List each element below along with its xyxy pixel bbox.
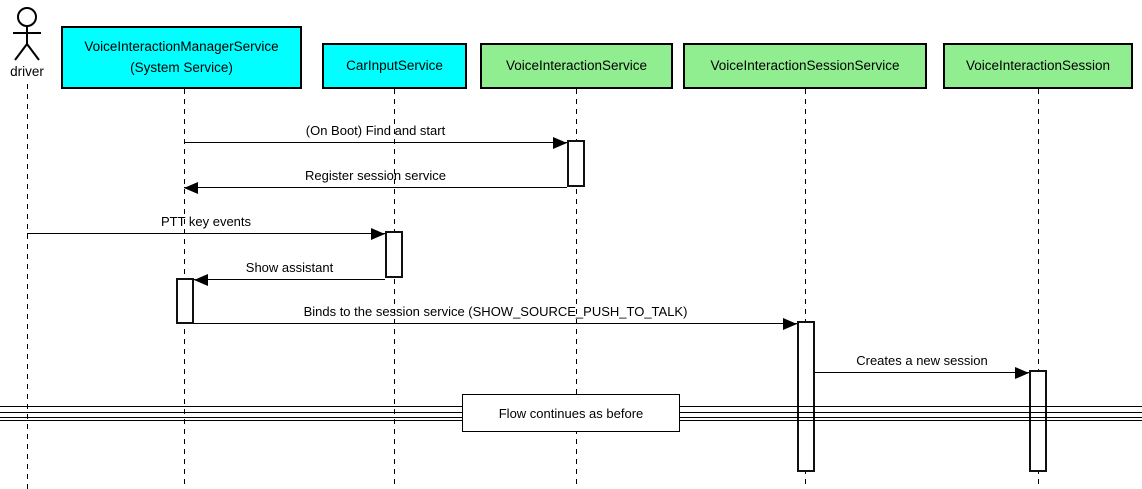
message-label: Show assistant <box>245 260 334 275</box>
actor-label: driver <box>10 64 44 79</box>
message-label: (On Boot) Find and start <box>305 123 446 138</box>
activation-voiceinteractionservice <box>567 140 585 187</box>
message-line <box>184 142 567 143</box>
arrowhead-right-icon <box>553 136 567 149</box>
activation-voiceinteractionsessionservice <box>797 321 815 472</box>
participant-voiceinteractionsessionservice: VoiceInteractionSessionService <box>683 43 927 89</box>
message-label: PTT key events <box>160 214 252 229</box>
arrowhead-left-icon <box>184 181 198 194</box>
lifeline-carinputservice <box>394 89 395 489</box>
lifeline-voiceinteractionsessionservice <box>805 89 806 489</box>
arrowhead-right-icon <box>1015 366 1029 379</box>
activation-voiceinteractionmanagerservice <box>176 278 194 324</box>
arrowhead-right-icon <box>783 317 797 330</box>
arrowhead-right-icon <box>371 227 385 240</box>
lifeline-voiceinteractionservice <box>576 89 577 489</box>
message-creates-a-new-session: Creates a new session <box>815 353 1029 379</box>
message-label: Binds to the session service (SHOW_SOURC… <box>303 304 688 319</box>
message-label: Creates a new session <box>856 353 988 368</box>
participant-carinputservice: CarInputService <box>322 43 467 89</box>
message-binds-to-session-service: Binds to the session service (SHOW_SOURC… <box>194 304 797 330</box>
message-register-session-service: Register session service <box>184 168 567 194</box>
activation-voiceinteractionsession <box>1029 370 1047 472</box>
message-label: Register session service <box>305 168 446 183</box>
message-line <box>194 323 797 324</box>
participant-voiceinteractionservice: VoiceInteractionService <box>480 43 673 89</box>
message-line <box>194 279 385 280</box>
message-show-assistant: Show assistant <box>194 260 385 286</box>
message-line <box>815 372 1029 373</box>
divider-label: Flow continues as before <box>498 405 644 421</box>
arrowhead-left-icon <box>194 273 208 286</box>
message-line <box>27 233 385 234</box>
participant-voiceinteractionsession: VoiceInteractionSession <box>943 43 1133 89</box>
lifeline-driver <box>27 84 28 489</box>
divider-label-box: Flow continues as before <box>462 394 680 432</box>
message-on-boot-find-and-start: (On Boot) Find and start <box>184 123 567 149</box>
lifeline-voiceinteractionsession <box>1038 89 1039 489</box>
participant-voiceinteractionmanagerservice: VoiceInteractionManagerService (System S… <box>61 26 302 89</box>
activation-carinputservice <box>385 231 403 278</box>
message-ptt-key-events: PTT key events <box>27 214 385 240</box>
actor-icon <box>13 7 41 61</box>
message-line <box>184 187 567 188</box>
